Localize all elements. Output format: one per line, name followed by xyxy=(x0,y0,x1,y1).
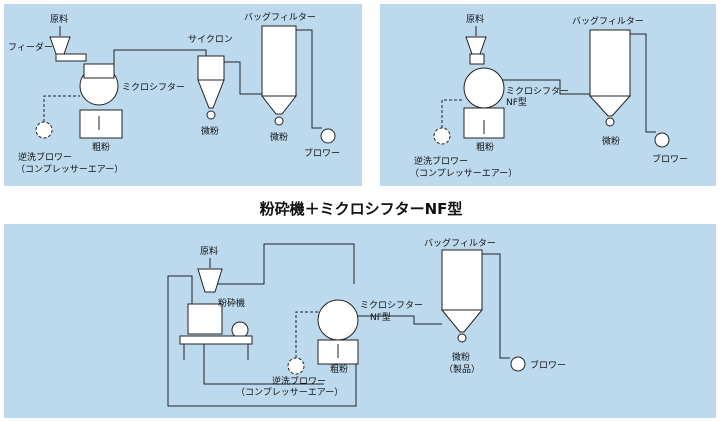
micro-sifter-top xyxy=(83,63,115,79)
backwash-blower xyxy=(433,127,451,145)
fine-powder-label: 微粉 xyxy=(452,351,470,363)
cyclone-valve xyxy=(206,110,216,120)
bag-filter-body xyxy=(441,249,483,311)
feeder-label: フィーダー xyxy=(8,41,53,53)
duct-to-filter xyxy=(502,79,590,95)
bag-filter-body xyxy=(589,29,631,97)
backwash-blower-label: 逆洗ブロワー xyxy=(18,151,72,163)
bag-filter-cone xyxy=(440,309,484,333)
micro-sifter-label-1: ミクロシフター xyxy=(506,86,569,97)
duct-to-filter xyxy=(224,61,262,95)
backwash-blower xyxy=(35,121,53,139)
bag-filter-cone xyxy=(260,95,298,115)
raw-material-label: 原料 xyxy=(200,245,218,257)
duct-to-blower xyxy=(482,253,510,359)
duct-to-filter xyxy=(358,315,442,325)
coarse-powder-label: 粗粉 xyxy=(476,141,494,153)
compressor-air-label: （コンプレッサーエアー） xyxy=(236,387,343,398)
bag-filter-label: バッグフィルター xyxy=(424,237,496,249)
cyclone-body xyxy=(197,55,225,81)
panel-3-drawing: 原料 粉砕機 ミクロシフター NF型 粗粉 逆洗ブロワー （コンプレッサーエアー… xyxy=(167,237,566,407)
cyclone-fine-label: 微粉 xyxy=(201,125,219,137)
product-label: （製品） xyxy=(444,363,480,375)
backwash-line xyxy=(441,99,464,128)
hopper xyxy=(197,268,223,293)
micro-sifter-nf xyxy=(317,299,359,341)
raw-material-label: 原料 xyxy=(50,13,68,25)
blower xyxy=(510,356,526,372)
cyclone-cone xyxy=(197,79,225,109)
flow-diagram-panel-3: 原料 粉砕機 ミクロシフター NF型 粗粉 逆洗ブロワー （コンプレッサーエアー… xyxy=(4,224,716,418)
section-title: 粉砕機＋ミクロシフターNF型 xyxy=(259,200,463,218)
micro-sifter-label-2: NF型 xyxy=(370,312,391,323)
duct-to-cyclone xyxy=(113,49,207,66)
backwash-blower-label: 逆洗ブロワー xyxy=(414,155,468,167)
pulverizer xyxy=(187,303,223,335)
feeder xyxy=(469,53,485,65)
filter-fine-label: 微粉 xyxy=(270,131,288,143)
cyclone-label: サイクロン xyxy=(188,34,233,45)
backwash-blower-label: 逆洗ブロワー xyxy=(272,375,326,387)
feeder xyxy=(55,53,87,62)
micro-sifter-label-1: ミクロシフター xyxy=(360,300,423,311)
compressor-air-label: （コンプレッサーエアー） xyxy=(16,164,123,175)
bag-filter-label: バッグフィルター xyxy=(244,11,316,23)
coarse-powder-label: 粗粉 xyxy=(330,363,348,375)
blower xyxy=(320,128,336,144)
blower-label: ブロワー xyxy=(530,359,566,371)
micro-sifter-label-2: NF型 xyxy=(506,97,527,108)
blower-label: ブロワー xyxy=(652,153,688,165)
recycle-loop xyxy=(167,275,357,407)
blower xyxy=(654,132,670,148)
bag-filter-cone xyxy=(588,95,632,117)
backwash-blower xyxy=(287,357,305,375)
micro-sifter-base xyxy=(79,109,123,139)
filter-valve xyxy=(457,333,467,343)
raw-material-label: 原料 xyxy=(466,13,484,25)
bag-filter-body xyxy=(261,25,297,97)
filter-valve xyxy=(605,117,615,127)
duct-to-blower xyxy=(630,33,656,133)
coarse-powder-label: 粗粉 xyxy=(92,141,110,153)
hopper xyxy=(49,36,71,55)
panel-1-drawing: 原料 フィーダー ミクロシフター 粗粉 サイクロン 微粉 バッグフィルター 微粉… xyxy=(8,11,340,175)
duct-lower xyxy=(203,344,324,385)
backwash-line xyxy=(295,311,318,358)
filter-valve xyxy=(274,116,284,126)
duct-to-sifter xyxy=(218,243,355,285)
duct-to-blower xyxy=(296,29,322,129)
fine-powder-label: 微粉 xyxy=(602,135,620,147)
panel-2-drawing: 原料 ミクロシフター NF型 粗粉 バッグフィルター 微粉 ブロワー 逆洗ブロワ… xyxy=(410,13,688,179)
compressor-air-label: （コンプレッサーエアー） xyxy=(410,168,517,179)
backwash-line xyxy=(43,95,80,122)
bag-filter-label: バッグフィルター xyxy=(572,15,644,27)
pulverizer-label: 粉砕機 xyxy=(218,297,245,309)
flow-diagram-panel-1: 原料 フィーダー ミクロシフター 粗粉 サイクロン 微粉 バッグフィルター 微粉… xyxy=(4,4,362,186)
flow-diagram-panel-2: 原料 ミクロシフター NF型 粗粉 バッグフィルター 微粉 ブロワー 逆洗ブロワ… xyxy=(380,4,716,186)
blower-label: ブロワー xyxy=(304,147,340,159)
micro-sifter-label: ミクロシフター xyxy=(122,82,185,93)
hopper xyxy=(465,36,487,55)
micro-sifter-nf xyxy=(463,67,505,109)
pulverizer-stand xyxy=(179,335,253,345)
